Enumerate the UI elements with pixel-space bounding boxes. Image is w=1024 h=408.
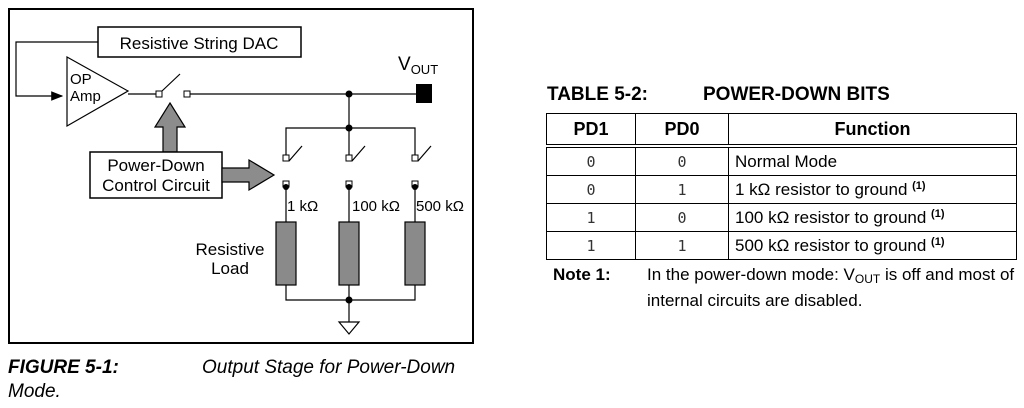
power-down-bits-table: PD1 PD0 Function 0 0 Normal Mode 0 1 1 k… (546, 113, 1017, 260)
cell-function: 100 kΩ resistor to ground (1) (728, 203, 1017, 232)
op-amp (66, 55, 130, 128)
switch-terminal (155, 90, 163, 98)
figure-caption: FIGURE 5-1:Output Stage for Power-Down M… (8, 356, 478, 404)
table-number: TABLE 5-2: (547, 84, 648, 105)
table-row: 1 0 100 kΩ resistor to ground (1) (546, 203, 1017, 232)
footnote-ref: (1) (931, 235, 945, 248)
figure-number: FIGURE 5-1: (8, 357, 119, 378)
table-row: 0 1 1 kΩ resistor to ground (1) (546, 175, 1017, 204)
note-text: In the power-down mode: VOUT is off and … (647, 265, 1015, 310)
up-arrow-icon (153, 101, 187, 153)
cell-pd1: 0 (546, 145, 636, 176)
branch-top-bus (285, 127, 416, 155)
circuit-diagram: Resistive String DAC OP Amp VOUT Power-D (15, 26, 464, 335)
output-switch (161, 73, 181, 92)
cell-pd1: 0 (546, 175, 636, 204)
table-title-text: POWER-DOWN BITS (703, 84, 890, 105)
resistor-label-500k: 500 kΩ (416, 198, 464, 215)
cell-function: Normal Mode (728, 145, 1017, 176)
op-amp-label-amp: Amp (70, 88, 101, 105)
footnote-ref: (1) (931, 207, 945, 220)
header-pd0: PD0 (635, 113, 729, 147)
right-arrow-icon (221, 158, 276, 192)
header-pd1: PD1 (546, 113, 636, 147)
dac-label: Resistive String DAC (120, 34, 279, 53)
resistor-label-100k: 100 kΩ (352, 198, 400, 215)
junction-dot (345, 296, 353, 304)
table-header-row: PD1 PD0 Function (546, 113, 1017, 147)
dac-to-opamp-wire (15, 41, 98, 101)
figure-caption-text: Output Stage for Power-Down Mode. (8, 357, 456, 402)
cell-function: 500 kΩ resistor to ground (1) (728, 231, 1017, 260)
svg-text:Power-Down: Power-Down (107, 156, 204, 175)
ground-icon (337, 321, 361, 335)
footnote-ref: (1) (912, 179, 926, 192)
svg-text:Load: Load (211, 259, 249, 278)
table-row: 0 0 Normal Mode (546, 145, 1017, 176)
resistor-500k (404, 221, 426, 286)
header-function: Function (728, 113, 1017, 147)
cell-function: 1 kΩ resistor to ground (1) (728, 175, 1017, 204)
cell-pd0: 0 (635, 145, 729, 176)
cell-pd1: 1 (546, 203, 636, 232)
svg-text:Control Circuit: Control Circuit (102, 176, 210, 195)
cell-pd0: 0 (635, 203, 729, 232)
op-amp-label-op: OP (70, 71, 92, 88)
resistor-100k (338, 221, 360, 286)
table-row: 1 1 500 kΩ resistor to ground (1) (546, 231, 1017, 260)
resistor-1k (275, 221, 297, 286)
cell-pd0: 1 (635, 231, 729, 260)
figure-frame (8, 8, 474, 344)
cell-pd1: 1 (546, 231, 636, 260)
note-label: Note 1: (553, 265, 611, 284)
vout-label: VOUT (398, 54, 438, 77)
resistive-load-label: Resistive (196, 240, 265, 259)
vout-pin (416, 84, 432, 103)
resistor-label-1k: 1 kΩ (287, 198, 318, 215)
switch-terminal (183, 90, 191, 98)
table-title: TABLE 5-2: POWER-DOWN BITS (547, 84, 890, 106)
cell-pd0: 1 (635, 175, 729, 204)
